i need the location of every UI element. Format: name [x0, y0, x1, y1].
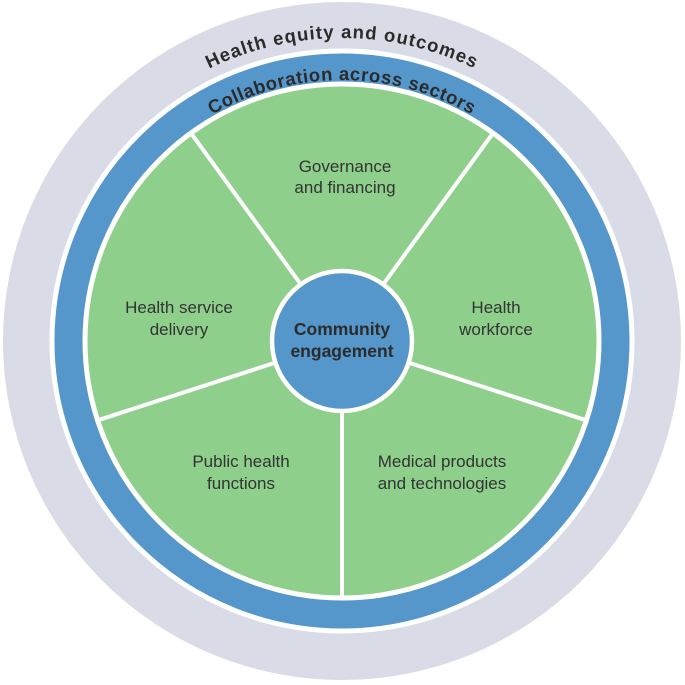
- public-health-line1: Public health: [192, 452, 289, 471]
- sector-label-public-health: Public health functions: [192, 452, 289, 493]
- governance-line1: Governance: [299, 157, 392, 176]
- workforce-line2: workforce: [458, 320, 533, 339]
- service-delivery-line2: delivery: [150, 320, 209, 339]
- sector-label-health-service-delivery: Health service delivery: [125, 298, 233, 339]
- center-line2: engagement: [290, 341, 393, 361]
- sector-label-health-workforce: Health workforce: [458, 298, 533, 339]
- sector-dividers: [95, 131, 589, 599]
- divider-upper-right: [380, 131, 496, 288]
- community-engagement-circle: [269, 268, 415, 414]
- service-delivery-line1: Health service: [125, 298, 233, 317]
- sector-label-governance-financing: Governance and financing: [294, 157, 395, 197]
- divider-upper-left: [188, 131, 304, 288]
- workforce-line1: Health: [471, 298, 520, 317]
- center-line1: Community: [294, 319, 391, 339]
- governance-line2: and financing: [294, 178, 395, 197]
- medical-line2: and technologies: [378, 474, 507, 493]
- center-label-community-engagement: Community engagement: [290, 319, 393, 361]
- public-health-line2: functions: [207, 474, 275, 493]
- sector-label-medical-products: Medical products and technologies: [378, 452, 507, 493]
- divider-right: [406, 360, 589, 423]
- medical-line1: Medical products: [378, 452, 507, 471]
- divider-left: [95, 360, 278, 423]
